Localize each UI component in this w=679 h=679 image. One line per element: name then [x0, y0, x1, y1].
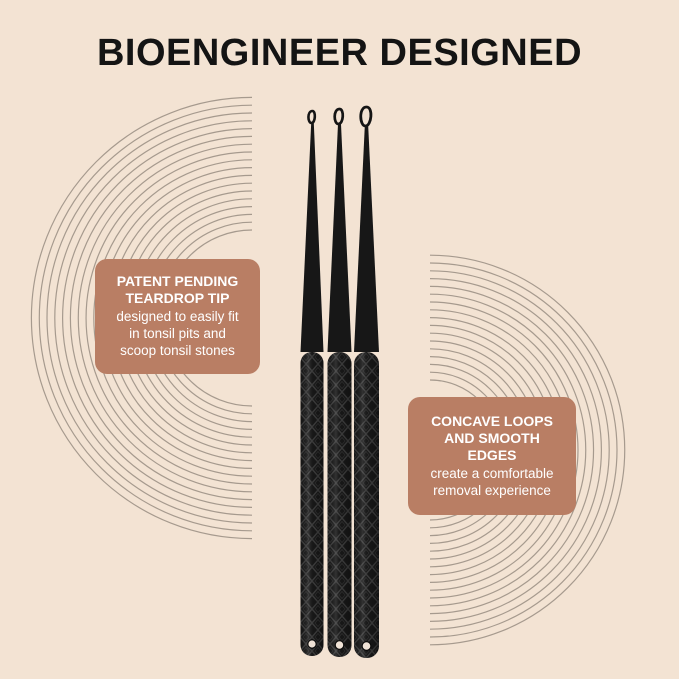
tool-1-shaft — [300, 123, 324, 352]
decorative-arc-line — [38, 104, 253, 532]
decorative-arc-line — [30, 96, 253, 540]
decorative-arc-line — [69, 135, 253, 501]
decorative-arc-line — [429, 293, 587, 607]
tool-3-hang-hole — [361, 640, 372, 651]
decorative-arc-line — [46, 112, 253, 524]
decorative-arc-line — [93, 159, 253, 477]
tool-1-hang-hole — [307, 639, 317, 649]
decorative-arc-line — [62, 128, 253, 508]
left-arc-group — [30, 96, 253, 540]
tool-2-shaft — [327, 124, 352, 352]
callout-body: create a comfortable removal experience — [430, 466, 554, 498]
tool-3-shaft — [354, 126, 379, 352]
callout-title: CONCAVE LOOPS AND SMOOTH EDGES — [431, 413, 553, 463]
decorative-arc-line — [429, 270, 610, 630]
teardrop-tip-icon — [359, 105, 373, 128]
callout-concave-loops: CONCAVE LOOPS AND SMOOTH EDGES create a … — [408, 397, 576, 515]
callout-body: designed to easily fit in tonsil pits an… — [116, 309, 239, 358]
decorative-arc-line — [429, 254, 626, 646]
decorative-arc-line — [429, 285, 595, 615]
teardrop-tip-icon — [333, 107, 345, 126]
callout-teardrop-tip: PATENT PENDING TEARDROP TIP designed to … — [95, 259, 260, 374]
decorative-arc-line — [429, 301, 579, 599]
decorative-arc-line — [429, 278, 602, 622]
decorative-arc-line — [85, 151, 253, 485]
callout-title: PATENT PENDING TEARDROP TIP — [116, 273, 239, 306]
decorative-arc-line — [77, 143, 253, 493]
tool-2-hang-hole — [334, 640, 345, 650]
decorative-arc-line — [54, 120, 253, 516]
teardrop-tip-icon — [307, 109, 317, 125]
tool-2 — [327, 107, 352, 657]
decorative-arc-line — [429, 262, 618, 638]
tool-3 — [354, 105, 379, 658]
tool-1 — [300, 109, 324, 656]
headline: BIOENGINEER DESIGNED — [96, 32, 583, 74]
